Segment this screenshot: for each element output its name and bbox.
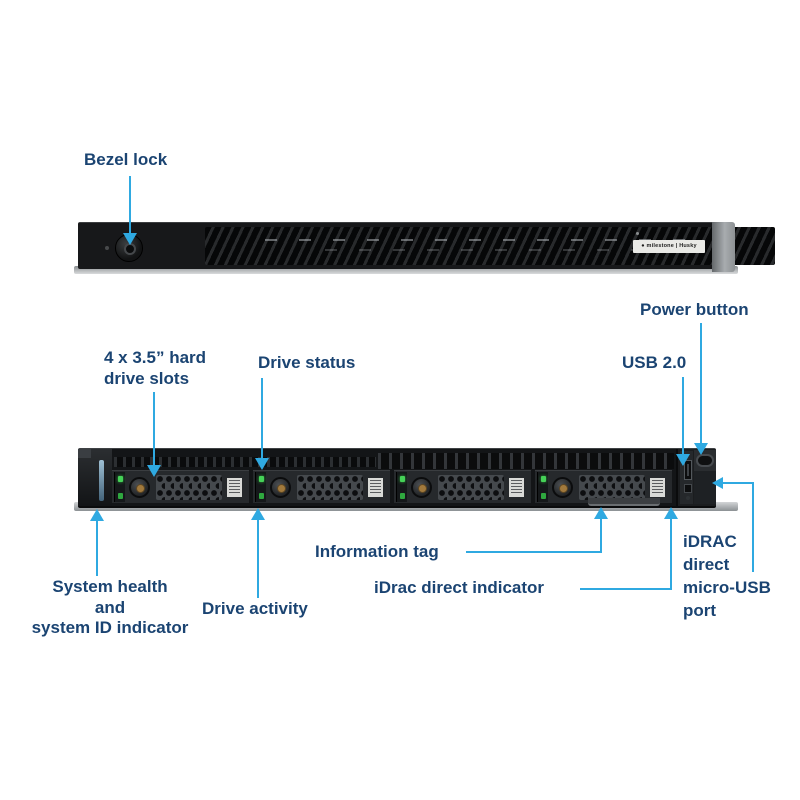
system-health-indicator-bar [99, 460, 104, 501]
callout-information-tag-hline [466, 551, 602, 553]
callout-idrac-indicator-arrowhead [664, 507, 678, 519]
callout-drive-activity-label: Drive activity [202, 599, 308, 618]
power-button [696, 454, 714, 467]
usb-port-tongue [687, 464, 689, 476]
idrac-direct-indicator-led [686, 496, 690, 500]
power-panel-lower [694, 471, 716, 504]
left-ear-step [78, 449, 91, 458]
callout-system-health-label: System health and system ID indicator [31, 577, 189, 638]
callout-hdd-slots-line [153, 392, 155, 466]
drive-capacity-label [509, 478, 524, 497]
callout-bezel-lock-arrowhead [123, 233, 137, 245]
drive-bay [535, 470, 672, 503]
callout-idrac-usb-label: iDRAC direct micro-USB port [683, 532, 771, 620]
drive-release-button-core [418, 484, 427, 493]
callout-power-button-label: Power button [640, 300, 749, 319]
drive-release-button-core [277, 484, 286, 493]
drive-release-button [552, 477, 573, 498]
callout-hdd-slots-arrowhead [147, 465, 161, 477]
callout-hdd-slots-label: 4 x 3.5” hard drive slots [104, 348, 207, 388]
drive-status-led [259, 476, 264, 482]
callout-information-tag-vline [600, 519, 602, 553]
drive-capacity-label [227, 478, 242, 497]
top-vent-row-small [114, 457, 376, 467]
callout-information-tag-arrowhead [594, 507, 608, 519]
callout-drive-status-arrowhead [255, 458, 269, 470]
bezel-vent-highlight [265, 239, 685, 241]
drive-activity-led [118, 493, 123, 499]
callout-bezel-lock-label: Bezel lock [84, 150, 168, 169]
callout-usb-label: USB 2.0 [622, 353, 687, 372]
callout-power-button-line [700, 323, 702, 444]
drive-activity-led [259, 493, 264, 499]
drive-status-led [541, 476, 546, 482]
drive-release-button-core [559, 484, 568, 493]
drive-capacity-label [650, 478, 665, 497]
callout-power-button-arrowhead [694, 443, 708, 455]
callout-drive-activity-line [257, 519, 259, 598]
bezel-mount-rail [74, 266, 738, 274]
callout-usb-arrowhead [676, 454, 690, 466]
bezel-vent-highlight [325, 249, 705, 251]
left-rack-ear [78, 449, 112, 506]
drive-status-led [400, 476, 405, 482]
drive-capacity-label [368, 478, 383, 497]
power-panel [694, 450, 716, 504]
drive-led-strip [255, 472, 266, 502]
drive-release-button [411, 477, 432, 498]
drive-release-button-core [136, 484, 145, 493]
callout-bezel-lock-line [129, 176, 131, 234]
bezel-led-dot [105, 246, 109, 250]
callout-idrac-indicator-label: iDrac direct indicator [374, 578, 545, 597]
callout-usb-line [682, 377, 684, 455]
callout-drive-status-label: Drive status [258, 353, 356, 372]
bezel-status-led [636, 232, 639, 235]
drive-release-button [270, 477, 291, 498]
callout-idrac-usb-arrowhead [712, 477, 723, 489]
top-vent-row-large [378, 453, 674, 469]
callout-information-tag-label: Information tag [315, 542, 439, 561]
drive-bays [112, 470, 676, 503]
server-chassis-front [78, 448, 716, 508]
bezel-right-end-cap [712, 222, 735, 272]
information-tag-pull [588, 498, 660, 506]
callout-idrac-usb-hline [722, 482, 754, 484]
brand-label: ● milestone | Husky [633, 240, 705, 253]
drive-activity-led [541, 493, 546, 499]
drive-status-led [118, 476, 123, 482]
drive-led-strip [396, 472, 407, 502]
drive-bay [253, 470, 390, 503]
drive-activity-led [400, 493, 405, 499]
drive-led-strip [537, 472, 548, 502]
drive-led-strip [114, 472, 125, 502]
callout-drive-status-line [261, 378, 263, 459]
drive-carrier-grille [297, 475, 363, 500]
front-bezel: ● milestone | Husky [78, 222, 775, 269]
bezel-vent-slats [205, 227, 775, 265]
callout-system-health-arrowhead [90, 509, 104, 521]
idrac-micro-usb-port [684, 484, 692, 493]
callout-system-health-line [96, 520, 98, 576]
callout-drive-activity-arrowhead [251, 508, 265, 520]
drive-bay [112, 470, 249, 503]
drive-carrier-grille [156, 475, 222, 500]
callout-idrac-usb-vline [752, 482, 754, 572]
callout-idrac-indicator-vline [670, 519, 672, 590]
drive-carrier-grille [579, 475, 645, 500]
callout-idrac-indicator-hline [580, 588, 672, 590]
drive-bay [394, 470, 531, 503]
drive-release-button [129, 477, 150, 498]
drive-carrier-grille [438, 475, 504, 500]
